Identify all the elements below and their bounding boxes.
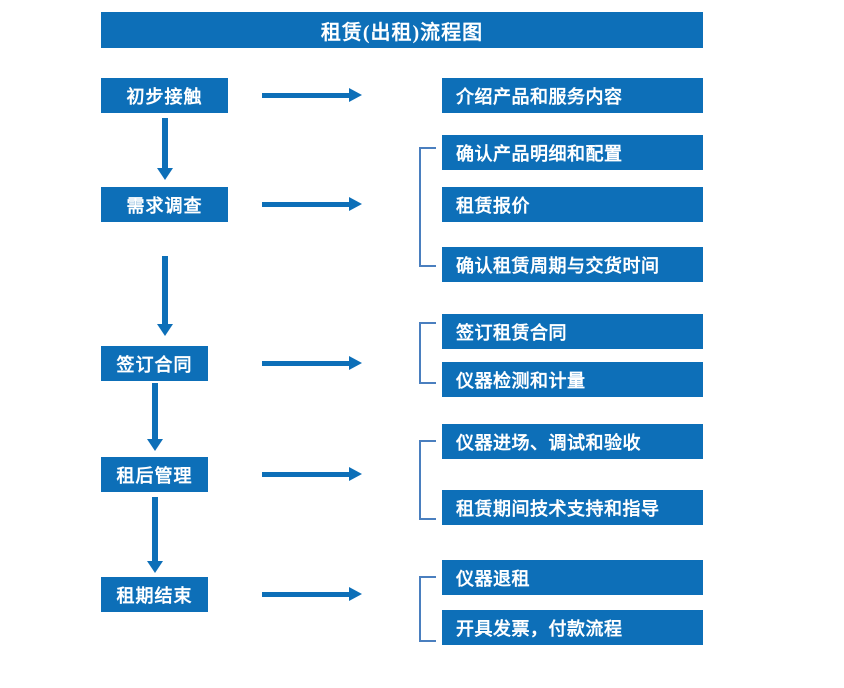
stage-box-4[interactable]: 租后管理 — [101, 457, 208, 492]
detail-box-8[interactable]: 租赁期间技术支持和指导 — [442, 490, 703, 525]
stage-box-2[interactable]: 需求调查 — [101, 187, 228, 222]
arrow-shaft — [262, 93, 350, 98]
detail-box-2[interactable]: 确认产品明细和配置 — [442, 135, 703, 170]
arrow-shaft — [152, 497, 158, 561]
arrow-head — [349, 587, 362, 601]
flow-arrow-right-1 — [262, 88, 362, 102]
arrow-shaft — [262, 592, 350, 597]
arrow-head — [349, 197, 362, 211]
group-bracket-4 — [419, 576, 436, 642]
flow-arrow-right-3 — [262, 356, 362, 370]
arrow-head — [349, 88, 362, 102]
arrow-head — [147, 439, 163, 451]
page-title: 租赁(出租)流程图 — [101, 12, 703, 48]
arrow-shaft — [262, 472, 350, 477]
arrow-shaft — [152, 383, 158, 439]
arrow-head — [157, 324, 173, 336]
arrow-shaft — [162, 256, 168, 324]
stage-box-1[interactable]: 初步接触 — [101, 78, 228, 113]
detail-box-1[interactable]: 介绍产品和服务内容 — [442, 78, 703, 113]
detail-box-6[interactable]: 仪器检测和计量 — [442, 362, 703, 397]
arrow-head — [147, 561, 163, 573]
arrow-shaft — [262, 202, 350, 207]
stage-box-3[interactable]: 签订合同 — [101, 346, 208, 381]
flow-arrow-right-4 — [262, 467, 362, 481]
arrow-shaft — [262, 361, 350, 366]
group-bracket-3 — [419, 440, 436, 520]
detail-box-5[interactable]: 签订租赁合同 — [442, 314, 703, 349]
arrow-head — [349, 467, 362, 481]
flow-arrow-right-5 — [262, 587, 362, 601]
group-bracket-2 — [419, 322, 436, 384]
arrow-shaft — [162, 118, 168, 168]
flow-arrow-down-4 — [147, 497, 163, 573]
arrow-head — [157, 168, 173, 180]
detail-box-4[interactable]: 确认租赁周期与交货时间 — [442, 247, 703, 282]
flow-arrow-down-1 — [157, 118, 173, 180]
detail-box-9[interactable]: 仪器退租 — [442, 560, 703, 595]
flow-arrow-right-2 — [262, 197, 362, 211]
detail-box-7[interactable]: 仪器进场、调试和验收 — [442, 424, 703, 459]
detail-box-3[interactable]: 租赁报价 — [442, 187, 703, 222]
flow-arrow-down-2 — [157, 256, 173, 336]
flow-arrow-down-3 — [147, 383, 163, 451]
detail-box-10[interactable]: 开具发票，付款流程 — [442, 610, 703, 645]
arrow-head — [349, 356, 362, 370]
group-bracket-1 — [419, 147, 436, 267]
stage-box-5[interactable]: 租期结束 — [101, 577, 208, 612]
